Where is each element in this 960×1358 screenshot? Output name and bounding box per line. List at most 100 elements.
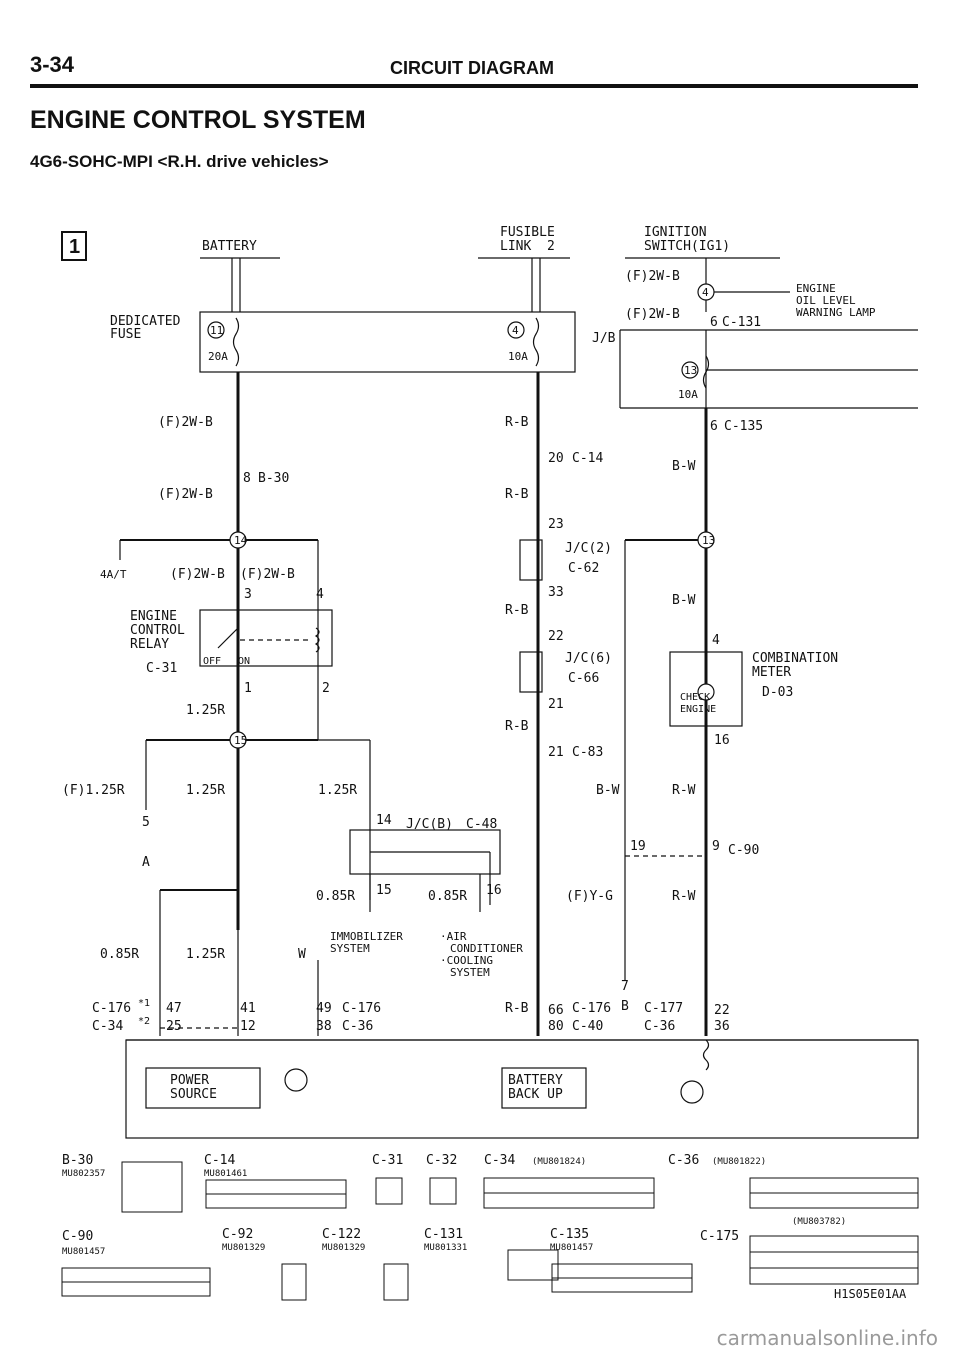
c40-c: C-40 bbox=[572, 1019, 603, 1034]
fusible-link-label: FUSIBLE bbox=[500, 225, 555, 240]
node-13: 13 bbox=[702, 534, 715, 547]
wire-125r-4: 1.25R bbox=[186, 947, 225, 962]
conn-c34: C-34 bbox=[484, 1153, 515, 1168]
section-subtitle: 4G6-SOHC-MPI <R.H. drive vehicles> bbox=[30, 152, 329, 171]
check-engine-label: CHECK bbox=[680, 692, 710, 703]
c48-label: C-48 bbox=[466, 817, 497, 832]
pin-38: 38 bbox=[316, 1019, 332, 1034]
jcb-14: 14 bbox=[376, 813, 392, 828]
jc6-label: J/C(6) bbox=[565, 651, 612, 666]
marker-a: A bbox=[142, 855, 150, 870]
d03-label: D-03 bbox=[762, 685, 793, 700]
dedicated-fuse-label: DEDICATED bbox=[110, 314, 181, 329]
aircon-label-4: SYSTEM bbox=[450, 966, 490, 979]
relay-label: ENGINE bbox=[130, 609, 177, 624]
c176-a: C-176 bbox=[92, 1001, 131, 1016]
ignition-label-2: SWITCH(IG1) bbox=[644, 239, 730, 254]
marker-b: B bbox=[621, 999, 629, 1014]
pin-12: 12 bbox=[240, 1019, 256, 1034]
relay-pin-3: 3 bbox=[244, 587, 252, 602]
node-14: 14 bbox=[234, 534, 248, 547]
wire-rb-4: R-B bbox=[505, 719, 529, 734]
c135-label: C-135 bbox=[724, 419, 763, 434]
wire-f2wb-3: (F)2W-B bbox=[170, 567, 225, 582]
power-source-label-2: SOURCE bbox=[170, 1087, 217, 1102]
c14-label: C-14 bbox=[572, 451, 603, 466]
fusible-link-no: 2 bbox=[547, 239, 555, 254]
jc6-21: 21 bbox=[548, 697, 564, 712]
marker-5: 5 bbox=[142, 815, 150, 830]
conn-c31: C-31 bbox=[372, 1153, 403, 1168]
aircon-label-3: ·COOLING bbox=[440, 954, 493, 967]
relay-on: ON bbox=[238, 656, 250, 667]
node-15: 15 bbox=[234, 734, 247, 747]
conn-c92: C-92 bbox=[222, 1227, 253, 1242]
wire-bw-2: B-W bbox=[672, 593, 696, 608]
fuse-4at: 4A/T bbox=[100, 568, 127, 581]
c14-pin: 20 bbox=[548, 451, 564, 466]
engine-oil-label: ENGINE bbox=[796, 282, 836, 295]
conn-c131-part: MU801331 bbox=[424, 1243, 467, 1253]
conn-c90: C-90 bbox=[62, 1229, 93, 1244]
fuse-4: 4 bbox=[512, 324, 519, 337]
b30-label: B-30 bbox=[258, 471, 289, 486]
page-marker: 1 bbox=[69, 236, 80, 258]
star2-a: *2 bbox=[138, 1016, 150, 1027]
conn-c36-part: (MU801822) bbox=[712, 1157, 766, 1167]
wire-125r-1: 1.25R bbox=[186, 703, 225, 718]
labels: 1 BATTERY FUSIBLE LINK 2 IGNITION SWITCH… bbox=[62, 225, 876, 1102]
ignition-label: IGNITION bbox=[644, 225, 707, 240]
c83-label: C-83 bbox=[572, 745, 603, 760]
conn-c14: C-14 bbox=[204, 1153, 235, 1168]
wire-125r-3: 1.25R bbox=[318, 783, 357, 798]
c177-label: C-177 bbox=[644, 1001, 683, 1016]
wire-f125r: (F)1.25R bbox=[62, 783, 125, 798]
c36-d: C-36 bbox=[644, 1019, 675, 1034]
star1-a: *1 bbox=[138, 998, 150, 1009]
conn-c92-part: MU801329 bbox=[222, 1243, 265, 1253]
fuse-13: 13 bbox=[684, 364, 697, 377]
ign-wire-2: (F)2W-B bbox=[625, 307, 680, 322]
conn-c122: C-122 bbox=[322, 1227, 361, 1242]
c36-b: C-36 bbox=[342, 1019, 373, 1034]
wire-bw-3: B-W bbox=[596, 783, 620, 798]
fuse-13-amp: 10A bbox=[678, 388, 698, 401]
c90-label: C-90 bbox=[728, 843, 759, 858]
conn-c175-part: (MU803782) bbox=[792, 1217, 846, 1227]
combination-label: COMBINATION bbox=[752, 651, 838, 666]
page-header-title: CIRCUIT DIAGRAM bbox=[390, 58, 554, 78]
comb-pin-16: 16 bbox=[714, 733, 730, 748]
dedicated-fuse-label-2: FUSE bbox=[110, 327, 141, 342]
c176-b: C-176 bbox=[342, 1001, 381, 1016]
watermark: carmanualsonline.info bbox=[716, 1326, 938, 1350]
diagram-code: H1S05E01AA bbox=[834, 1287, 907, 1301]
fuse-4-amp: 10A bbox=[508, 350, 528, 363]
page-number: 3-34 bbox=[30, 52, 75, 77]
pin-66: 66 bbox=[548, 1003, 564, 1018]
pin-36: 36 bbox=[714, 1019, 730, 1034]
conn-c36: C-36 bbox=[668, 1153, 699, 1168]
wire-085r-1: 0.85R bbox=[316, 889, 355, 904]
engine-oil-label-2: OIL LEVEL bbox=[796, 294, 856, 307]
ign-pin-4: 4 bbox=[702, 286, 709, 299]
conn-c34-part: (MU801824) bbox=[532, 1157, 586, 1167]
relay-label-2: CONTROL bbox=[130, 623, 185, 638]
c131-label: C-131 bbox=[722, 315, 761, 330]
conn-c90-part: MU801457 bbox=[62, 1247, 105, 1257]
aircon-label: ·AIR bbox=[440, 930, 467, 943]
connector-faces bbox=[61, 1161, 919, 1301]
fuse-11: 11 bbox=[210, 324, 223, 337]
conn-c135-part: MU801457 bbox=[550, 1243, 593, 1253]
wire-rw-2: R-W bbox=[672, 889, 696, 904]
battery-backup-label: BATTERY bbox=[508, 1073, 563, 1088]
relay-pin-4: 4 bbox=[316, 587, 324, 602]
section-title: ENGINE CONTROL SYSTEM bbox=[30, 106, 366, 134]
jcb-15: 15 bbox=[376, 883, 392, 898]
wire-125r-2: 1.25R bbox=[186, 783, 225, 798]
wire-bw-1: B-W bbox=[672, 459, 696, 474]
pin-47: 47 bbox=[166, 1001, 182, 1016]
conn-c14-part: MU801461 bbox=[204, 1169, 247, 1179]
combination-label-2: METER bbox=[752, 665, 791, 680]
c34-a: C-34 bbox=[92, 1019, 123, 1034]
marker-7: 7 bbox=[621, 979, 629, 994]
